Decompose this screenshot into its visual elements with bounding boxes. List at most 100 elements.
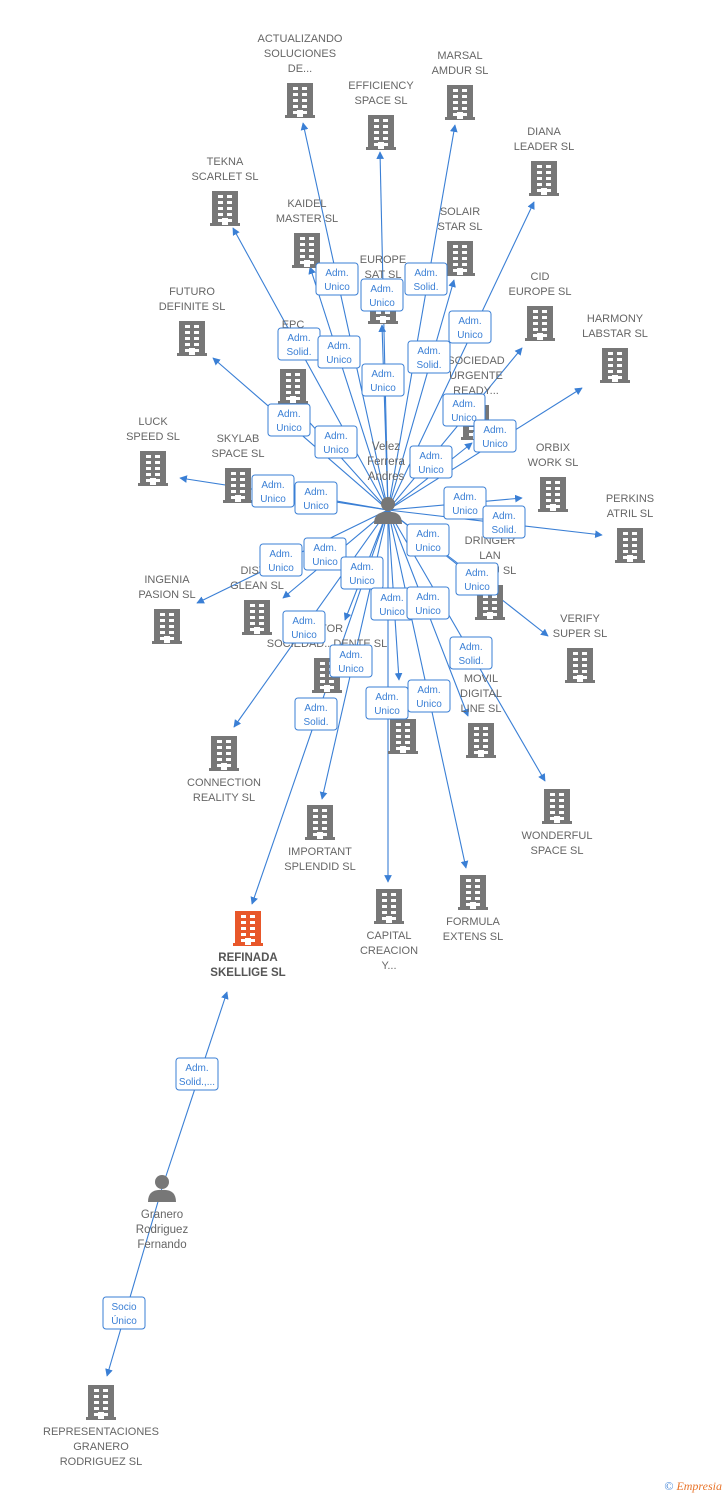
building-icon[interactable] <box>529 161 559 196</box>
building-icon[interactable] <box>278 369 308 404</box>
company-label: MOVIL <box>464 673 498 685</box>
building-icon[interactable] <box>292 233 322 268</box>
edge-label-12[interactable]: Adm.Unico <box>314 425 358 459</box>
edge-label-2[interactable]: Adm.Unico <box>360 278 404 312</box>
building-icon[interactable] <box>615 528 645 563</box>
edge-label-6[interactable]: Adm.Unico <box>317 335 361 369</box>
edge-label-21[interactable]: Adm.Unico <box>455 562 499 596</box>
building-icon[interactable] <box>538 477 568 512</box>
edge-label-15[interactable]: Adm.Unico <box>294 481 338 515</box>
edge-label-28[interactable]: Adm.Solid. <box>449 636 493 670</box>
company-label: RODRIGUEZ SL <box>60 1456 143 1468</box>
building-icon[interactable] <box>525 306 555 341</box>
edge-label-17[interactable]: Adm.Solid. <box>482 505 526 539</box>
edge-label-5[interactable]: Adm.Solid. <box>277 327 321 361</box>
edge-label-19[interactable]: Adm.Unico <box>259 543 303 577</box>
building-icon[interactable] <box>210 191 240 226</box>
company-node-capital[interactable]: CAPITALCREACIONY... <box>360 889 418 972</box>
person-label: Granero <box>141 1209 183 1221</box>
edge-label-29[interactable]: Adm.Unico <box>365 686 409 720</box>
company-label: SPACE SL <box>212 448 265 460</box>
edge-label-11[interactable]: Adm.Unico <box>267 403 311 437</box>
edge-label-16[interactable]: Adm.Unico <box>443 486 487 520</box>
edge-label-26[interactable]: Adm.Unico <box>329 644 373 678</box>
building-icon[interactable] <box>152 609 182 644</box>
building-icon[interactable] <box>242 600 272 635</box>
edge-label-4[interactable]: Adm.Unico <box>448 310 492 344</box>
building-icon[interactable] <box>305 805 335 840</box>
edge-label-25[interactable]: Adm.Unico <box>282 610 326 644</box>
edge-label-text: Unico <box>482 439 508 450</box>
building-icon[interactable] <box>223 468 253 503</box>
building-icon[interactable] <box>285 83 315 118</box>
brand-logo[interactable]: Empresia <box>676 1479 722 1493</box>
edge-label-14[interactable]: Adm.Unico <box>251 474 295 508</box>
edge-label-text: Adm. <box>459 642 482 653</box>
building-icon[interactable] <box>542 789 572 824</box>
building-icon[interactable] <box>374 889 404 924</box>
edge-label-30[interactable]: Adm.Unico <box>407 679 451 713</box>
edge-label-22[interactable]: Adm.Unico <box>340 556 384 590</box>
person-icon[interactable] <box>148 1175 176 1202</box>
edge-label-31[interactable]: Adm.Solid.,... <box>175 1057 219 1091</box>
edge-label-text: Unico <box>303 501 329 512</box>
edge-label-18[interactable]: Adm.Unico <box>406 523 450 557</box>
building-icon[interactable] <box>366 115 396 150</box>
edge-label-1[interactable]: Adm.Unico <box>315 262 359 296</box>
person-icon[interactable] <box>374 497 402 524</box>
building-icon[interactable] <box>565 648 595 683</box>
building-icon[interactable] <box>138 451 168 486</box>
building-icon[interactable] <box>445 85 475 120</box>
edge-label-10[interactable]: Adm. Unico <box>473 419 517 453</box>
company-node-mid[interactable] <box>388 719 418 754</box>
building-icon[interactable] <box>233 911 263 946</box>
building-icon[interactable] <box>445 241 475 276</box>
building-icon[interactable] <box>86 1385 116 1420</box>
building-icon[interactable] <box>388 719 418 754</box>
edge-label-7[interactable]: Adm.Unico <box>361 363 405 397</box>
building-icon[interactable] <box>177 321 207 356</box>
building-icon[interactable] <box>458 875 488 910</box>
edge-label-27[interactable]: Adm.Solid. <box>294 697 338 731</box>
company-label: SPEED SL <box>126 431 180 443</box>
edge-label-text: Adm. <box>483 425 506 436</box>
edge-label-23[interactable]: Adm.Unico <box>370 587 414 621</box>
building-icon[interactable] <box>209 736 239 771</box>
edge-label-20[interactable]: Adm.Unico <box>303 537 347 571</box>
building-icon[interactable] <box>466 723 496 758</box>
edge-label-text: Adm. <box>416 529 439 540</box>
edge-label-24[interactable]: Adm.Unico <box>406 586 450 620</box>
edge-label-9[interactable]: Adm.Unico <box>442 393 486 427</box>
edge-label-text: Adm. <box>292 616 315 627</box>
edge-label-8[interactable]: Adm.Solid. <box>407 340 451 374</box>
company-node-act[interactable]: ACTUALIZANDOSOLUCIONESDE... <box>258 33 343 118</box>
edge-label-3[interactable]: Adm.Solid. <box>404 262 448 296</box>
building-icon[interactable] <box>600 348 630 383</box>
edge-label-13[interactable]: Adm.Unico <box>409 445 453 479</box>
